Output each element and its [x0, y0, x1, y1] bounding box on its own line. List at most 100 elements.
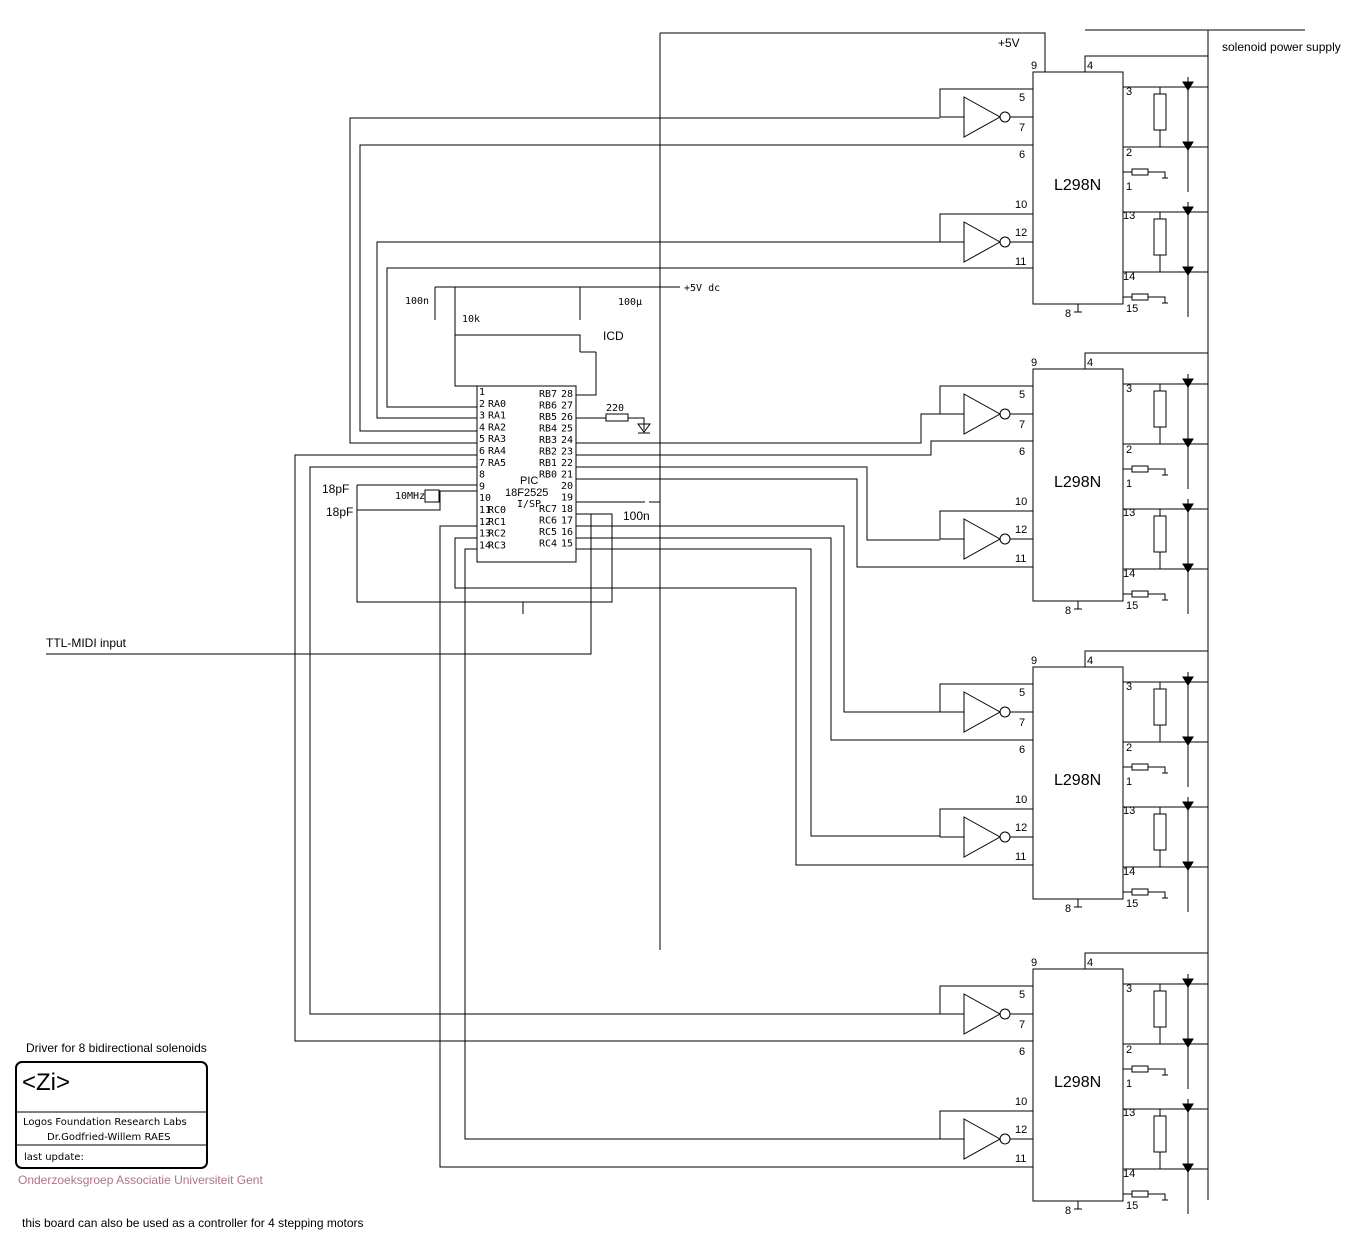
- l298n-pin-label: 3: [1126, 383, 1132, 395]
- pic-pin-right-name: RB4: [539, 424, 557, 435]
- pic-pin-right: 18: [561, 504, 573, 515]
- l298n-pin-label: 2: [1126, 742, 1132, 754]
- l298n-driver-1: [939, 55, 1208, 317]
- pic-pin-left: 7: [479, 458, 485, 469]
- l298n-pin-label: 11: [1015, 1153, 1026, 1165]
- l298n-pin-label: 15: [1126, 303, 1138, 315]
- pic-pin-right: 17: [561, 516, 573, 527]
- pic-pin-left: 5: [479, 434, 485, 445]
- pic-pin-left-name: RA3: [488, 434, 506, 445]
- l298n-pin-label: 15: [1126, 1200, 1138, 1212]
- supply-rail: [1085, 29, 1305, 1200]
- pic-pin-left-name: RC1: [488, 517, 506, 528]
- pic-pin-right-name: RB2: [539, 447, 557, 458]
- l298n-pin-label: 5: [1019, 92, 1025, 104]
- pic-pin-left-name: RA5: [488, 458, 506, 469]
- l298n-pin-label: 12: [1015, 524, 1027, 536]
- l298n-pin-label: 9: [1031, 357, 1037, 369]
- l298n-pin-label: 5: [1019, 389, 1025, 401]
- flyback-diode: [1182, 206, 1194, 276]
- sense-resistor: [1131, 168, 1149, 176]
- pic-pin-left-name: RA2: [488, 422, 506, 433]
- solenoid-coil: [1153, 1115, 1167, 1153]
- pic-pin-left: 11: [479, 505, 491, 516]
- solenoid-coil: [1153, 93, 1167, 131]
- pic-pin-right-name: RC4: [539, 539, 557, 550]
- l298n-pin-label: 10: [1015, 199, 1027, 211]
- l298n-pin-label: 7: [1019, 419, 1025, 431]
- l298n-pin-label: 14: [1123, 866, 1135, 878]
- university-note: Onderzoeksgroep Associatie Universiteit …: [18, 1173, 263, 1187]
- pic-pin-left-name: RC3: [488, 540, 506, 551]
- l298n-pin-label: 10: [1015, 1096, 1027, 1108]
- solenoid-coil: [1153, 990, 1167, 1028]
- org-name: Logos Foundation Research Labs: [23, 1117, 187, 1128]
- led-symbol: [637, 423, 651, 434]
- l298n-pin-label: 7: [1019, 122, 1025, 134]
- midi-input-line: [46, 514, 592, 655]
- l298n-pin-label: 11: [1015, 851, 1026, 863]
- pic-pin-right-name: RC7: [539, 504, 557, 515]
- res-220-label: 220: [606, 403, 624, 414]
- l298n-pin-label: 9: [1031, 655, 1037, 667]
- inverter-gate: [963, 96, 1002, 138]
- l298n-pin-label: 1: [1126, 1078, 1132, 1090]
- l298n-pin-label: 3: [1126, 681, 1132, 693]
- cap-18pf-a-label: 18pF: [322, 482, 349, 496]
- l298n-pin-label: 8: [1065, 308, 1071, 320]
- solenoid-coil: [1153, 813, 1167, 851]
- pic-pin-right-name: RB0: [539, 470, 557, 481]
- sense-resistor: [1131, 888, 1149, 896]
- pic-chip-body: [476, 385, 577, 563]
- pic-pin-left: 2: [479, 399, 485, 410]
- sense-resistor: [1131, 465, 1149, 473]
- sense-resistor: [1131, 763, 1149, 771]
- res-10k-label: 10k: [462, 314, 480, 325]
- pic-pin-right: 22: [561, 458, 573, 469]
- pic-pin-right: 26: [561, 412, 573, 423]
- l298n-pin-label: 10: [1015, 794, 1027, 806]
- cap-100u-label: 100µ: [618, 297, 642, 308]
- solenoid-coil: [1153, 390, 1167, 428]
- l298n-pin-label: 9: [1031, 957, 1037, 969]
- pic-pin-left: 9: [479, 481, 485, 492]
- l298n-pin-label: 3: [1126, 983, 1132, 995]
- solenoid-coil: [1153, 218, 1167, 256]
- l298n-pin-label: 12: [1015, 1124, 1027, 1136]
- solenoid-coil: [1153, 515, 1167, 553]
- pic-pin-left-name: RA4: [488, 446, 506, 457]
- pic-pin-left: 3: [479, 411, 485, 422]
- pic-pin-right: 19: [561, 493, 573, 504]
- pic-pin-left: 4: [479, 422, 485, 433]
- footer-note: this board can also be used as a control…: [22, 1216, 364, 1230]
- pic-pin-right: 27: [561, 401, 573, 412]
- pic-pin-left-name: RA1: [488, 411, 506, 422]
- l298n-pin-label: 1: [1126, 181, 1132, 193]
- pic-pin-left: 14: [479, 540, 491, 551]
- l298n-pin-label: 4: [1087, 60, 1093, 72]
- clock-network: [356, 484, 613, 614]
- l298n-pin-label: 5: [1019, 989, 1025, 1001]
- cap-100n-mid-label: 100n: [623, 509, 650, 523]
- pic-pin-right: 24: [561, 435, 573, 446]
- pic-pin-right: 16: [561, 527, 573, 538]
- plus5v-dc-label: +5V dc: [684, 283, 720, 294]
- l298n-pin-label: 8: [1065, 903, 1071, 915]
- led-line: [576, 417, 645, 430]
- flyback-diode: [1182, 81, 1194, 151]
- l298n-pin-label: 13: [1123, 805, 1135, 817]
- l298n-pin-label: 13: [1123, 210, 1135, 222]
- inverter-gate: [963, 393, 1002, 435]
- inverter-gate: [963, 221, 1002, 263]
- res-220: [605, 413, 629, 422]
- pic-pin-right: 23: [561, 447, 573, 458]
- l298n-pin-label: 4: [1087, 357, 1093, 369]
- pic-pin-right: 20: [561, 481, 573, 492]
- l298n-label: L298N: [1054, 1074, 1101, 1091]
- l298n-pin-label: 14: [1123, 568, 1135, 580]
- pic-pin-left: 8: [479, 470, 485, 481]
- pic-pin-right-name: RC5: [539, 527, 557, 538]
- zi-logo: <Zi>: [22, 1069, 70, 1096]
- l298n-pin-label: 8: [1065, 605, 1071, 617]
- midi-input-label: TTL-MIDI input: [46, 636, 127, 650]
